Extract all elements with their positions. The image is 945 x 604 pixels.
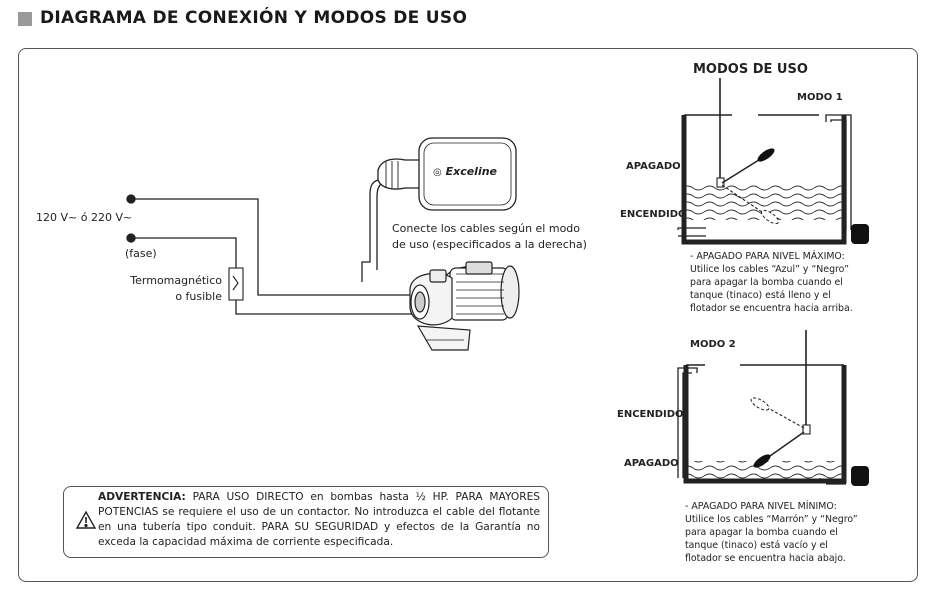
mode2-desc-line: flotador se encuentra hacia abajo.	[685, 553, 846, 564]
warning-box	[63, 486, 549, 558]
mode1-label: MODO 1	[797, 92, 843, 103]
title-bullet	[18, 12, 32, 26]
mode1-desc-line: tanque (tinaco) está lleno y el	[690, 290, 831, 301]
warning-body: PARA USO DIRECTO en bombas hasta ½ HP. P…	[98, 491, 540, 548]
breaker-label-2: o fusible	[175, 290, 222, 303]
mode2-description: - APAGADO PARA NIVEL MÍNIMO: Utilice los…	[685, 500, 861, 565]
warning-text: ADVERTENCIA: PARA USO DIRECTO en bombas …	[98, 490, 540, 550]
page-title: DIAGRAMA DE CONEXIÓN Y MODOS DE USO	[40, 8, 468, 28]
warning-triangle-icon	[75, 510, 97, 529]
connect-note-2: de uso (especificados a la derecha)	[392, 238, 587, 251]
brand-icon: ◎	[433, 167, 442, 178]
voltage-label: 120 V~ ó 220 V~	[36, 211, 133, 224]
mode1-desc-line: - APAGADO PARA NIVEL MÁXIMO:	[690, 251, 845, 262]
mode2-desc-line: para apagar la bomba cuando el	[685, 527, 838, 538]
mode2-desc-line: - APAGADO PARA NIVEL MÍNIMO:	[685, 501, 837, 512]
mode1-tank	[677, 78, 869, 245]
mode1-on-label: ENCENDIDO	[620, 209, 687, 220]
mode2-on-label: ENCENDIDO	[617, 409, 684, 420]
mode2-off-label: APAGADO	[624, 458, 679, 469]
water-pump	[409, 261, 520, 351]
phase-label: (fase)	[125, 247, 157, 260]
breaker-fuse-symbol	[228, 267, 244, 301]
warning-heading: ADVERTENCIA:	[98, 491, 186, 503]
mode1-off-label: APAGADO	[626, 161, 681, 172]
connect-note-1: Conecte los cables según el modo	[392, 222, 581, 235]
mode2-water	[686, 461, 844, 479]
float-switch-body	[377, 137, 517, 211]
mode2-desc-line: tanque (tinaco) está vacío y el	[685, 540, 828, 551]
modes-title: MODOS DE USO	[693, 62, 808, 77]
mode1-description: - APAGADO PARA NIVEL MÁXIMO: Utilice los…	[690, 250, 862, 315]
wiring-lines	[126, 179, 412, 315]
mode2-tank	[677, 330, 869, 486]
brand-logo-text: ◎ Exceline	[433, 165, 498, 178]
mode2-desc-line: Utilice los cables “Marrón” y “Negro”	[685, 514, 858, 525]
mode1-desc-line: para apagar la bomba cuando el	[690, 277, 843, 288]
diagram-frame	[18, 48, 918, 582]
mode1-desc-line: Utilice los cables “Azul” y “Negro”	[690, 264, 849, 275]
mode1-desc-line: flotador se encuentra hacia arriba.	[690, 303, 853, 314]
breaker-label-1: Termomagnético	[130, 274, 222, 287]
mode2-label: MODO 2	[690, 339, 736, 350]
